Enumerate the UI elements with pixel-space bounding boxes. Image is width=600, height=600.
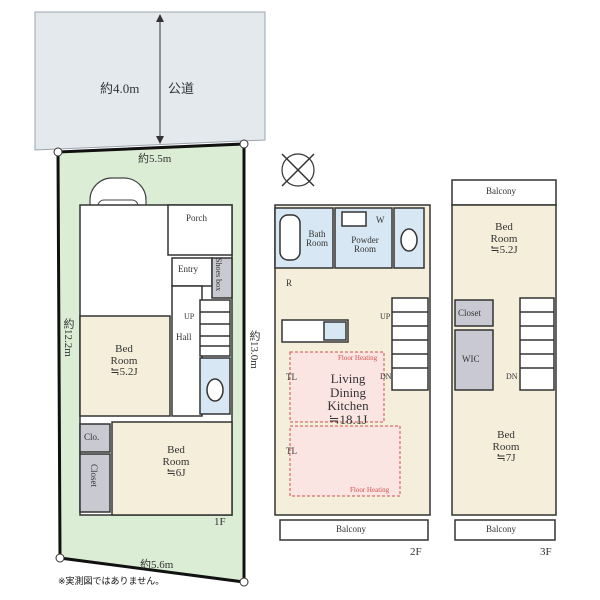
floor-heating-label-1: Floor Heating: [338, 354, 378, 362]
floor1-up-label: UP: [184, 312, 195, 321]
floor3-wic-label: WIC: [462, 354, 480, 364]
road-width-label: 約4.0m: [100, 81, 140, 96]
floor3-label: 3F: [540, 546, 552, 558]
floor3-balcony-top-label: Balcony: [486, 186, 516, 196]
depth-left-label: 約12.2m: [62, 318, 74, 357]
ldk-label: Living Dining Kitchen ≒18.1J: [327, 371, 369, 427]
floor1-plan: [79, 204, 233, 516]
washer-label: W: [376, 215, 385, 225]
floor1-label: 1F: [214, 516, 226, 528]
floor3-dn-label: DN: [506, 372, 518, 381]
floor1-clo-label: Clo.: [84, 432, 100, 442]
disclaimer-note: ※実測図ではありません。: [58, 577, 165, 587]
floor2-dn-label: DN: [380, 372, 392, 381]
shoes-box-label: Shoes box: [214, 258, 223, 292]
floor3-plan: [451, 179, 557, 541]
floor2-plan: [274, 204, 431, 541]
floor3-bedroom-a: Bed Room ≒5.2J: [490, 221, 518, 257]
floor1-bedroom-a: Bed Room ≒5.2J: [110, 343, 138, 379]
bath-room-label: Bath Room: [305, 229, 328, 249]
floor3-closet-label: Closet: [458, 308, 482, 318]
tl-label-1: TL: [286, 372, 297, 382]
floor-heating-label-2: Floor Heating: [350, 486, 390, 494]
north-compass-icon: [281, 153, 315, 187]
tl-label-2: TL: [286, 446, 297, 456]
hall-label: Hall: [176, 332, 192, 342]
floor1-bedroom-b: Bed Room ≒6J: [162, 444, 190, 480]
refrigerator-label: R: [286, 278, 293, 288]
road-type-label: 公道: [168, 81, 195, 96]
floor2-label: 2F: [410, 546, 422, 558]
floor3-bedroom-b: Bed Room ≒7J: [492, 429, 520, 465]
floor3-balcony-bottom-label: Balcony: [486, 524, 516, 534]
floor1-closet-label: Closet: [89, 464, 99, 488]
frontage-bottom-label: 約5.6m: [140, 559, 174, 571]
entry-label: Entry: [178, 264, 198, 274]
road-area: [34, 11, 266, 151]
floor2-balcony-label: Balcony: [336, 524, 366, 534]
powder-room-label: Powder Room: [351, 235, 379, 255]
floor2-up-label: UP: [380, 312, 391, 321]
depth-right-label: 約13.0m: [248, 330, 260, 369]
porch-label: Porch: [186, 213, 207, 223]
frontage-top-label: 約5.5m: [138, 153, 172, 165]
